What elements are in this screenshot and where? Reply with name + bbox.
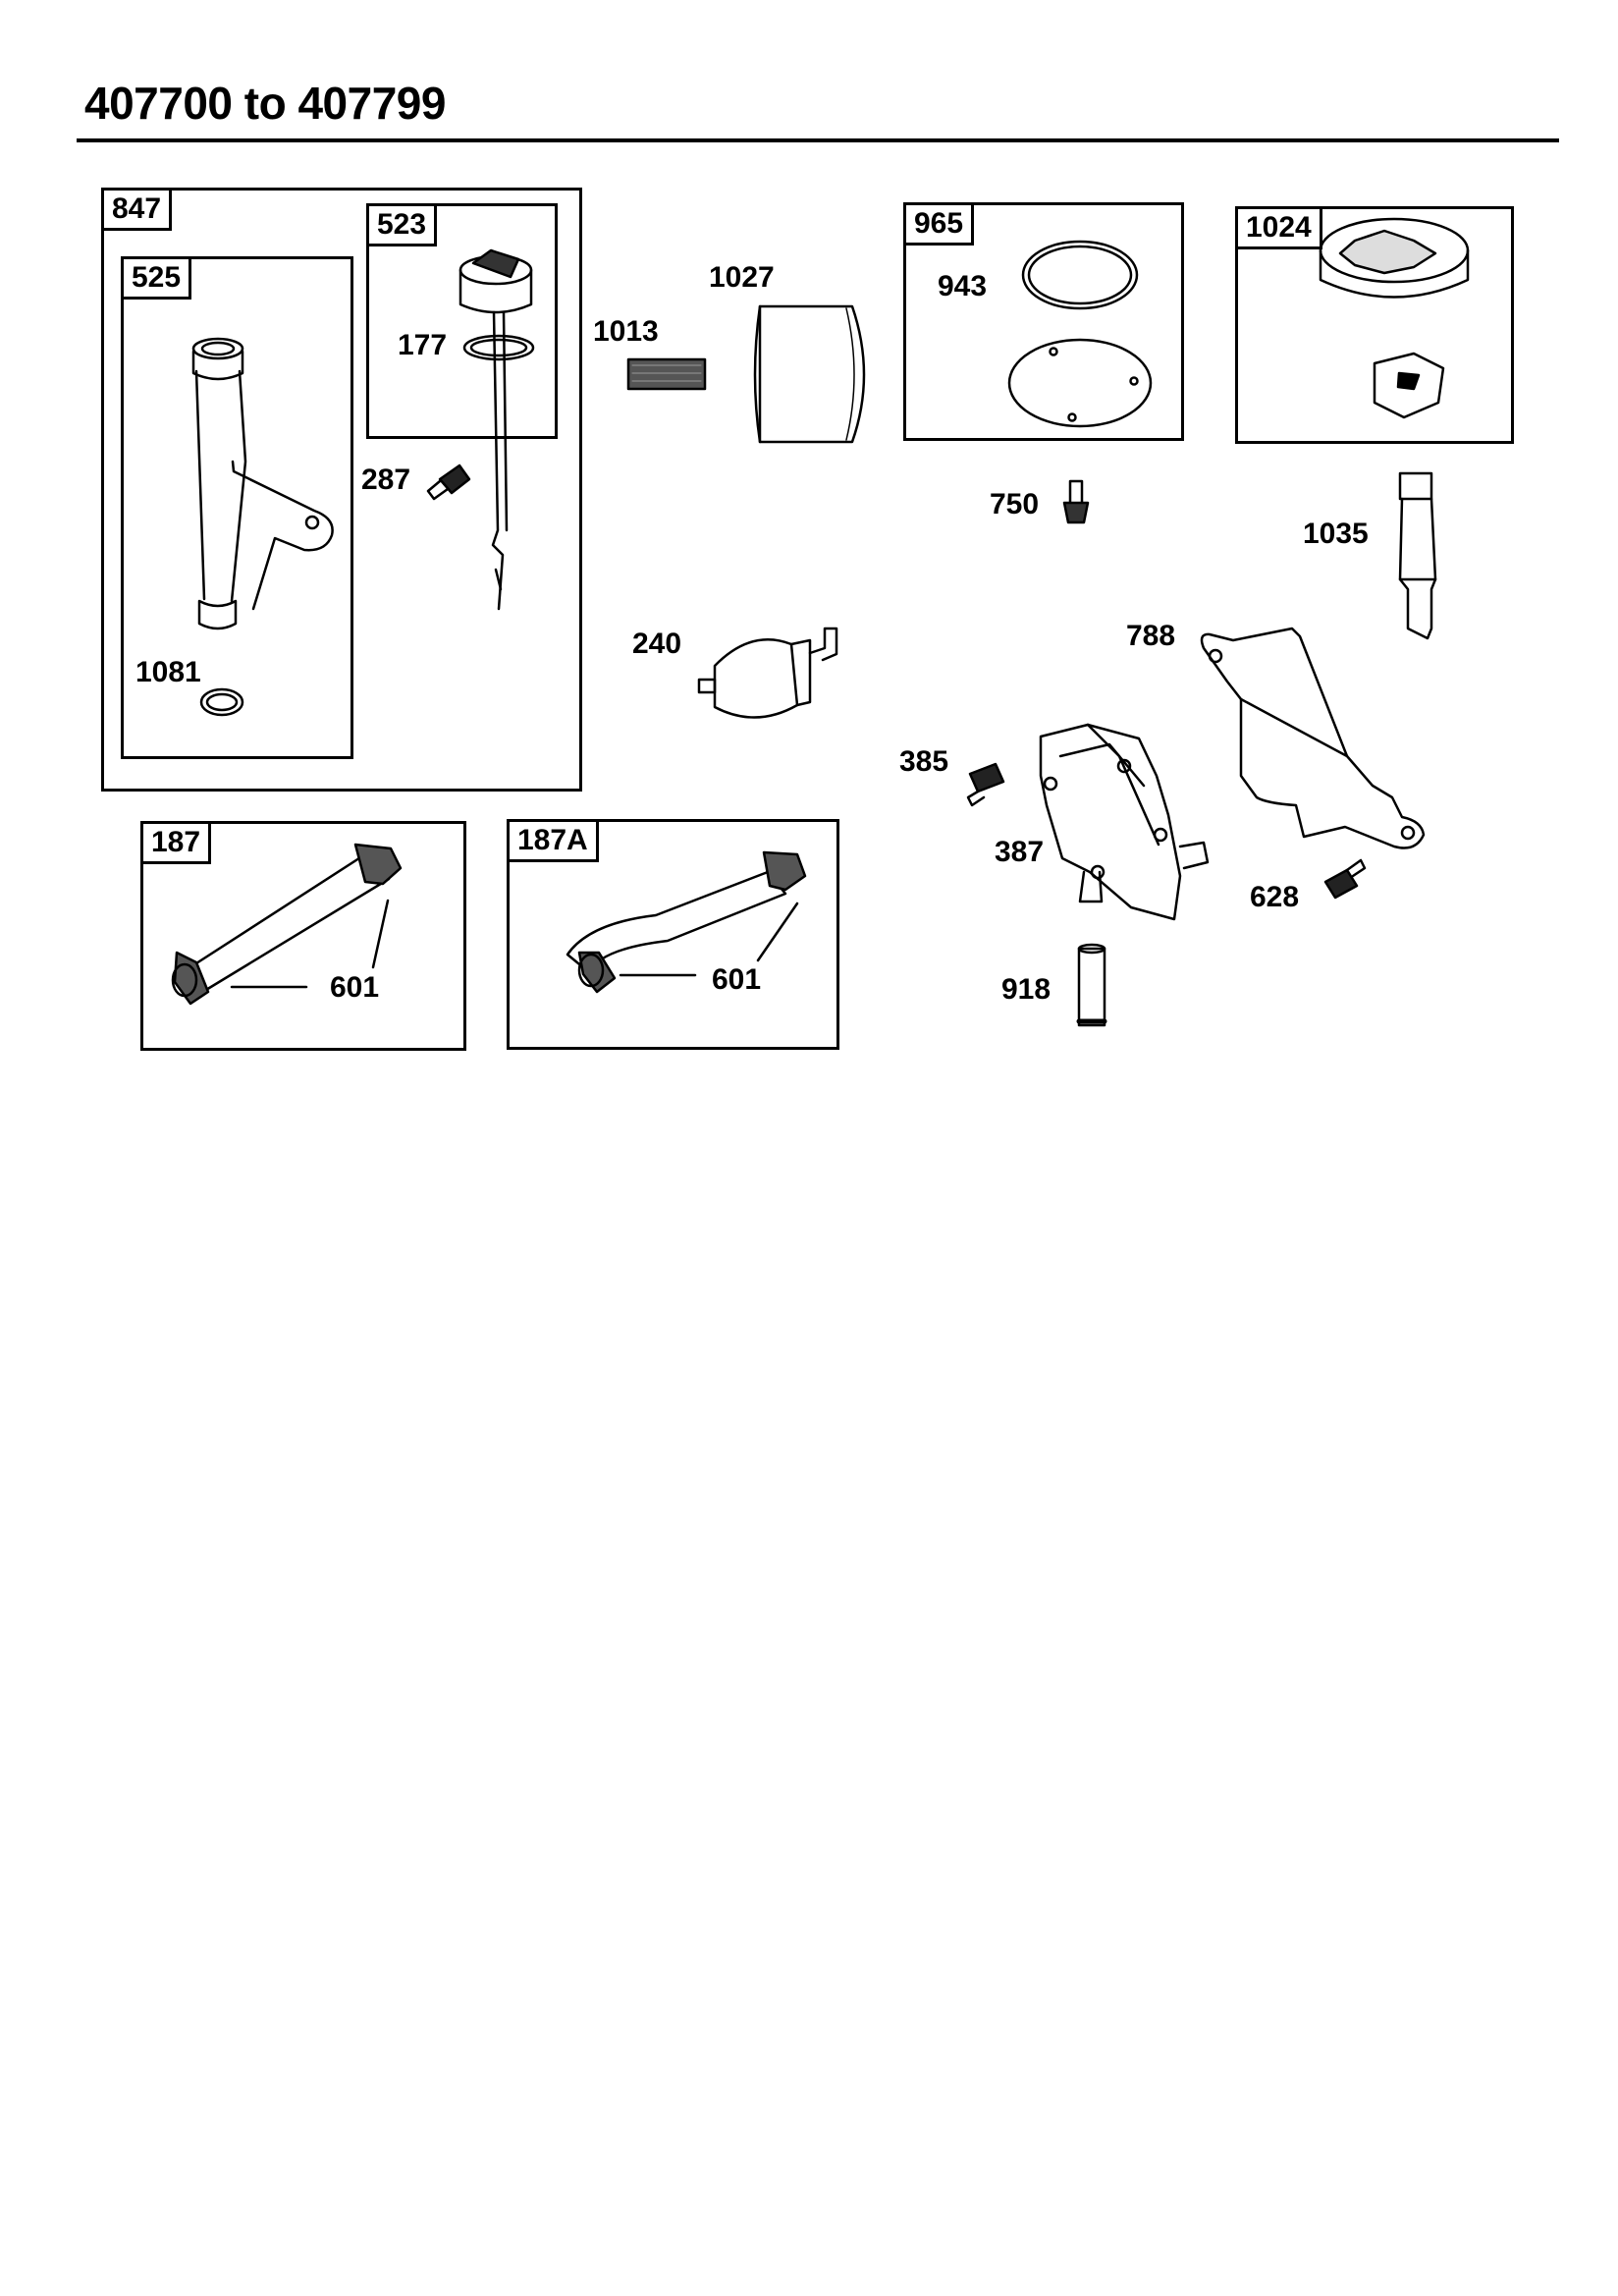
screw-628-drawing	[1323, 858, 1367, 900]
part-label-601-a: 601	[330, 971, 380, 1004]
part-label-628: 628	[1250, 881, 1300, 913]
part-label-387: 387	[995, 836, 1045, 868]
shaft-1035-drawing	[1398, 471, 1437, 640]
kit-box-1024: 1024	[1235, 206, 1514, 444]
title-rule	[77, 138, 1559, 142]
kit-box-525: 525	[121, 256, 353, 759]
part-label-240: 240	[632, 628, 682, 660]
leader-601-a2	[371, 899, 390, 969]
screw-750-drawing	[1062, 479, 1090, 524]
part-label-943: 943	[938, 270, 988, 302]
part-label-788: 788	[1126, 620, 1176, 652]
part-label-177: 177	[398, 329, 448, 361]
dipstick-tube-drawing	[191, 337, 334, 717]
part-label-287: 287	[361, 464, 411, 496]
fuel-line-187a-drawing	[566, 850, 807, 994]
fuel-filter-240-drawing	[697, 627, 838, 719]
part-label-1013: 1013	[593, 315, 659, 348]
page-title: 407700 to 407799	[84, 78, 446, 129]
part-label-1081: 1081	[135, 656, 201, 688]
kit-box-187: 187	[140, 821, 466, 1051]
kit-box-523: 523	[366, 203, 558, 439]
kit-tag-1024: 1024	[1238, 209, 1322, 249]
leader-601-b2	[756, 902, 799, 962]
kit-tag-523: 523	[369, 206, 438, 246]
kit-tag-965: 965	[906, 205, 975, 246]
kit-box-847: 847	[101, 188, 582, 792]
kit-tag-187a: 187A	[510, 822, 599, 862]
screw-287-drawing	[426, 464, 471, 501]
fuel-line-187-drawing	[171, 843, 403, 1006]
screw-385-drawing	[966, 762, 1005, 807]
oil-filter-1027-drawing	[753, 304, 866, 444]
dipstick-cap-drawing	[458, 248, 535, 611]
kit-tag-525: 525	[124, 259, 192, 300]
part-label-918: 918	[1001, 973, 1052, 1006]
part-label-1035: 1035	[1303, 518, 1369, 550]
part-label-601-b: 601	[712, 963, 762, 996]
rotor-1024-drawing	[1319, 217, 1470, 419]
gasket-943-drawing	[1007, 240, 1153, 428]
bracket-788-drawing	[1200, 627, 1426, 849]
screen-1013-drawing	[626, 357, 707, 391]
fuel-pump-387-drawing	[1039, 723, 1210, 921]
kit-box-187a: 187A	[507, 819, 839, 1050]
tube-918-drawing	[1076, 943, 1107, 1027]
part-label-385: 385	[899, 745, 949, 778]
part-label-1027: 1027	[709, 261, 775, 294]
part-label-750: 750	[990, 488, 1040, 520]
kit-tag-187: 187	[143, 824, 212, 864]
kit-box-965: 965	[903, 202, 1184, 441]
kit-tag-847: 847	[104, 191, 173, 231]
